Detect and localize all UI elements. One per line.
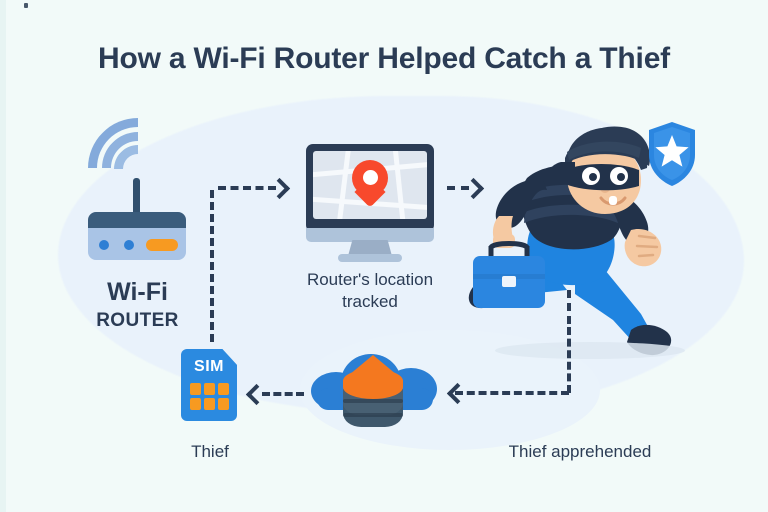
router-led-1 xyxy=(99,240,109,250)
sim-contact-4 xyxy=(190,398,201,410)
sim-label: Thief xyxy=(191,442,229,461)
monitor-label-line2: tracked xyxy=(342,292,398,311)
connector-router-vertical xyxy=(210,190,214,342)
router-label-secondary: ROUTER xyxy=(96,310,179,331)
background-left-edge xyxy=(0,0,6,512)
connector-thief-to-cloud xyxy=(455,391,569,395)
connector-monitor-to-thief xyxy=(447,186,469,190)
monitor-base xyxy=(306,228,434,242)
running-thief-icon xyxy=(468,126,672,356)
sim-contact-2 xyxy=(204,383,215,395)
database-disk-top xyxy=(343,369,403,399)
connector-thief-vertical xyxy=(567,327,571,393)
router-led-2 xyxy=(124,240,134,250)
map-road-v1 xyxy=(335,151,352,219)
monitor-neck xyxy=(348,240,392,256)
sim-contact-3 xyxy=(218,383,229,395)
page-title: How a Wi-Fi Router Helped Catch a Thief xyxy=(98,42,670,75)
database-divider-1 xyxy=(343,399,403,403)
connector-router-to-monitor xyxy=(218,186,276,190)
router-top-shell xyxy=(88,212,186,230)
sim-contact-5 xyxy=(204,398,215,410)
pin-center-dot xyxy=(363,170,378,185)
database-divider-2 xyxy=(343,413,403,417)
thief-apprehended-label: Thief apprehended xyxy=(508,442,652,461)
thief-ground-shadow xyxy=(495,342,685,359)
corner-artifact xyxy=(24,3,28,8)
sim-card-text: SIM xyxy=(194,358,224,375)
database-stack-icon xyxy=(339,355,407,431)
router-status-bar xyxy=(146,239,178,251)
monitor-foot xyxy=(338,254,402,262)
map-location-pin-icon xyxy=(352,160,388,208)
router-antenna-icon xyxy=(133,178,140,220)
connector-thief-vertical-upper xyxy=(567,290,571,324)
connector-cloud-to-sim xyxy=(262,392,304,396)
monitor-label-line1: Router's location xyxy=(306,270,434,289)
police-shield-star-icon xyxy=(649,122,695,186)
router-label-primary: Wi-Fi xyxy=(107,278,168,306)
map-road-v2 xyxy=(392,151,407,219)
sim-contact-1 xyxy=(190,383,201,395)
sim-contact-6 xyxy=(218,398,229,410)
